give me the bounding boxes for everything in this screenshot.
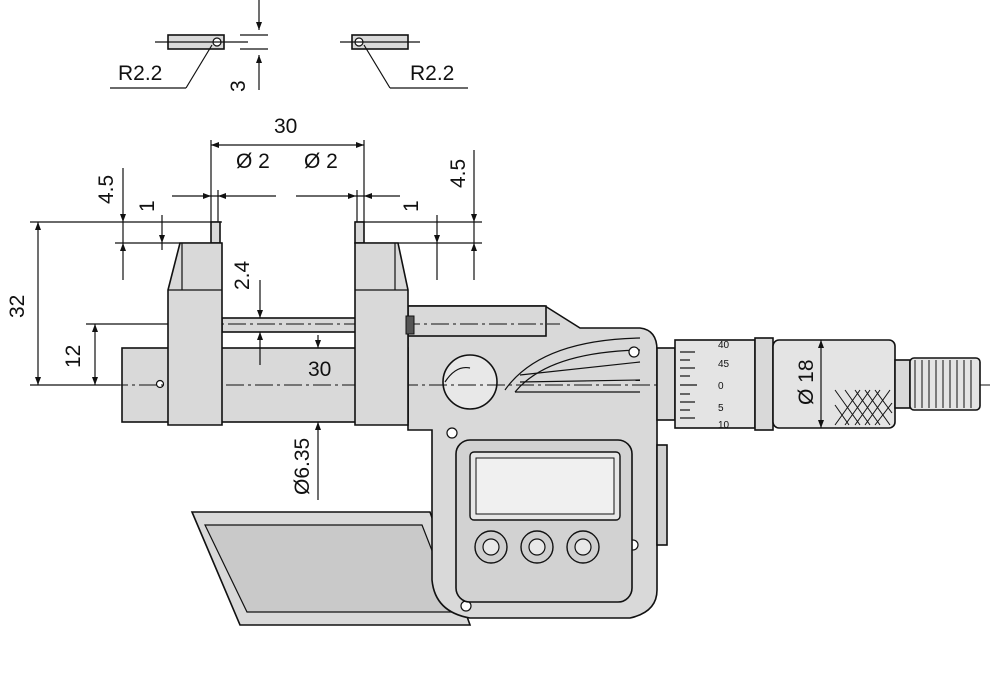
display-panel [455, 439, 633, 603]
dim-rod-spacing: 30 [308, 358, 331, 381]
dim-gap: 2.4 [231, 260, 254, 290]
dim-tip-offset-right: 1 [400, 200, 423, 212]
dim-spindle-height: 12 [62, 345, 85, 368]
left-jaw [167, 221, 223, 426]
display-button-2[interactable] [520, 530, 554, 564]
dim-lines-gap [257, 280, 263, 365]
dim-r-left: R2.2 [118, 62, 162, 85]
dim-tip-length-right: 4.5 [447, 159, 470, 188]
dim-tip-thickness: 3 [227, 80, 250, 92]
display-button-3[interactable] [566, 530, 600, 564]
dim-tip-dia-right: Ø 2 [304, 150, 338, 173]
dim-lines-height [30, 221, 170, 386]
thimble-scale-40: 40 [718, 340, 730, 351]
dim-tip-length-left: 4.5 [95, 175, 118, 204]
ratchet[interactable] [894, 357, 981, 411]
thimble-scale-10: 10 [718, 420, 730, 431]
dim-jaw-spacing: 30 [274, 115, 297, 138]
tip-detail-left [110, 0, 268, 90]
dim-spindle-dia: Ø6.35 [291, 438, 314, 495]
display-button-1[interactable] [474, 530, 508, 564]
thimble-scale-0: 0 [718, 381, 724, 392]
right-jaw [354, 221, 415, 426]
thimble-scale-45: 45 [718, 359, 730, 370]
dim-tip-dia-left: Ø 2 [236, 150, 270, 173]
dim-lines-spacing [172, 140, 400, 222]
dim-lines-spindle-dia [315, 335, 321, 500]
dim-r-right: R2.2 [410, 62, 454, 85]
dim-thimble-dia: Ø 18 [795, 359, 818, 405]
dim-tip-offset-left: 1 [136, 200, 159, 212]
upper-rod [221, 317, 359, 333]
dim-overall-height: 32 [6, 295, 29, 318]
sleeve [656, 339, 756, 429]
thimble[interactable] [754, 337, 896, 431]
dim-lines-thimble-dia [818, 340, 824, 428]
tip-detail-right [340, 34, 468, 89]
thimble-scale-5: 5 [718, 403, 724, 414]
